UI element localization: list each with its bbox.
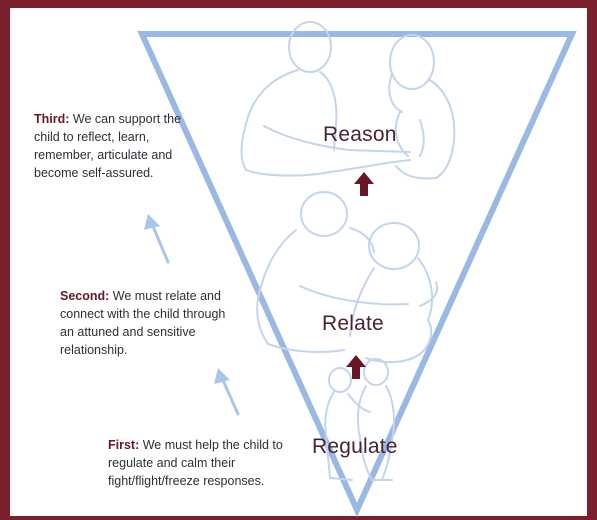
arrow-up-icon-relate-to-reason (354, 172, 374, 196)
first-step-text: First: We must help the child to regulat… (108, 436, 283, 490)
third-step-lead: Third: (34, 112, 69, 126)
arrow-up-icon-second-to-third (144, 214, 168, 262)
first-step-lead: First: (108, 438, 139, 452)
arrow-up-icon-regulate-to-relate (346, 355, 366, 379)
stage-label-relate: Relate (322, 312, 384, 336)
stage-label-regulate: Regulate (312, 435, 398, 459)
second-step-text: Second: We must relate and connect with … (60, 287, 235, 359)
reason-figures-illustration (242, 22, 455, 179)
stage-label-reason: Reason (323, 123, 397, 147)
arrow-up-icon-first-to-second (214, 368, 238, 414)
second-step-lead: Second: (60, 289, 109, 303)
third-step-text: Third: We can support the child to refle… (34, 110, 194, 182)
relate-figures-illustration (257, 192, 437, 362)
